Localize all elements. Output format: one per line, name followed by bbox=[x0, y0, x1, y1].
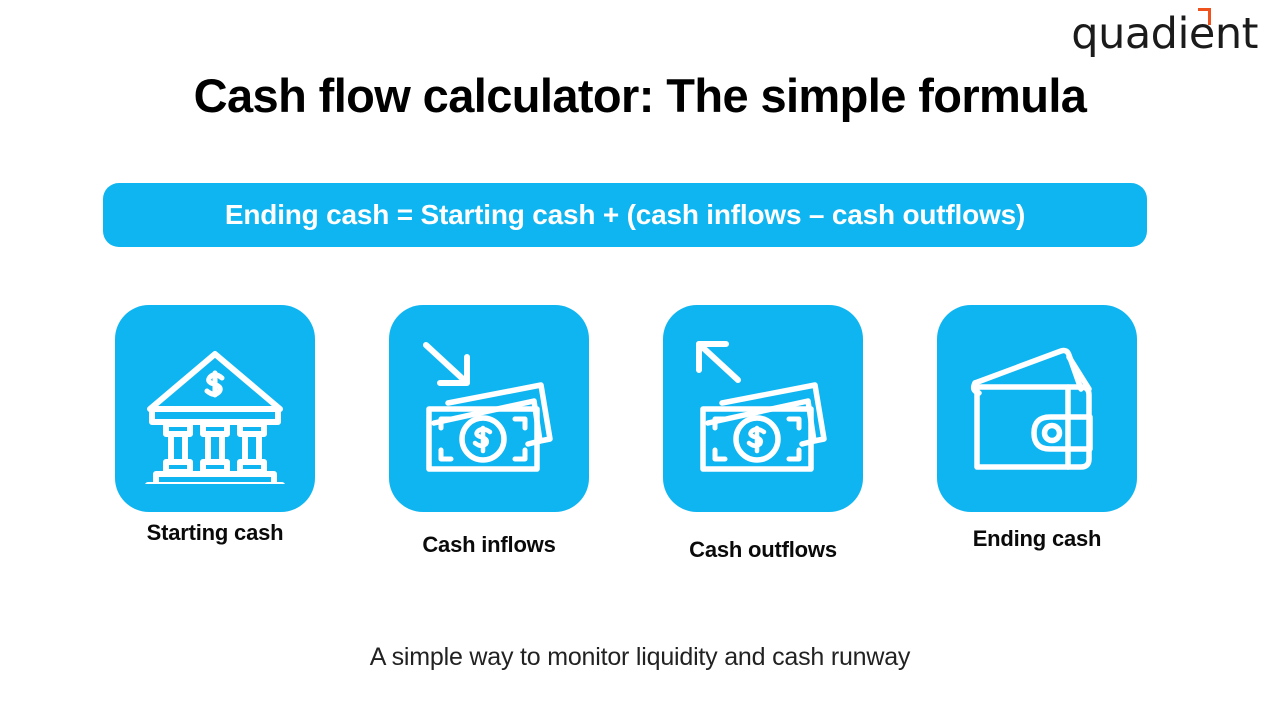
footer-caption: A simple way to monitor liquidity and ca… bbox=[369, 643, 911, 671]
step-icon-tile bbox=[663, 305, 863, 512]
step-card-starting-cash: Starting cash bbox=[115, 305, 315, 546]
steps-row: Starting cash bbox=[0, 305, 1280, 565]
wallet-icon bbox=[970, 347, 1093, 470]
step-card-ending-cash: Ending cash bbox=[937, 305, 1137, 552]
banknotes-inflow-icon bbox=[423, 341, 553, 472]
formula-text: Ending cash = Starting cash + (cash infl… bbox=[224, 199, 1026, 230]
arrow-up-left-icon bbox=[696, 340, 741, 383]
logo-wordmark: quadient bbox=[1071, 9, 1258, 59]
quadient-logo: quadient bbox=[1071, 8, 1258, 59]
arrow-down-right-icon bbox=[423, 341, 470, 386]
step-label: Cash outflows bbox=[689, 537, 837, 562]
step-icon-tile bbox=[389, 305, 589, 512]
page-title: Cash flow calculator: The simple formula bbox=[193, 69, 1087, 122]
step-card-cash-inflows: Cash inflows bbox=[389, 305, 589, 558]
step-icon-tile bbox=[937, 305, 1137, 512]
step-card-cash-outflows: Cash outflows bbox=[663, 305, 863, 563]
step-label: Cash inflows bbox=[422, 532, 556, 557]
banknotes-outflow-icon bbox=[696, 340, 827, 472]
step-label: Ending cash bbox=[972, 526, 1102, 551]
logo-accent-mark-icon bbox=[1198, 8, 1211, 25]
step-label: Starting cash bbox=[146, 520, 284, 545]
formula-banner: Ending cash = Starting cash + (cash infl… bbox=[103, 183, 1147, 247]
step-icon-tile bbox=[115, 305, 315, 512]
bank-icon bbox=[145, 350, 285, 484]
